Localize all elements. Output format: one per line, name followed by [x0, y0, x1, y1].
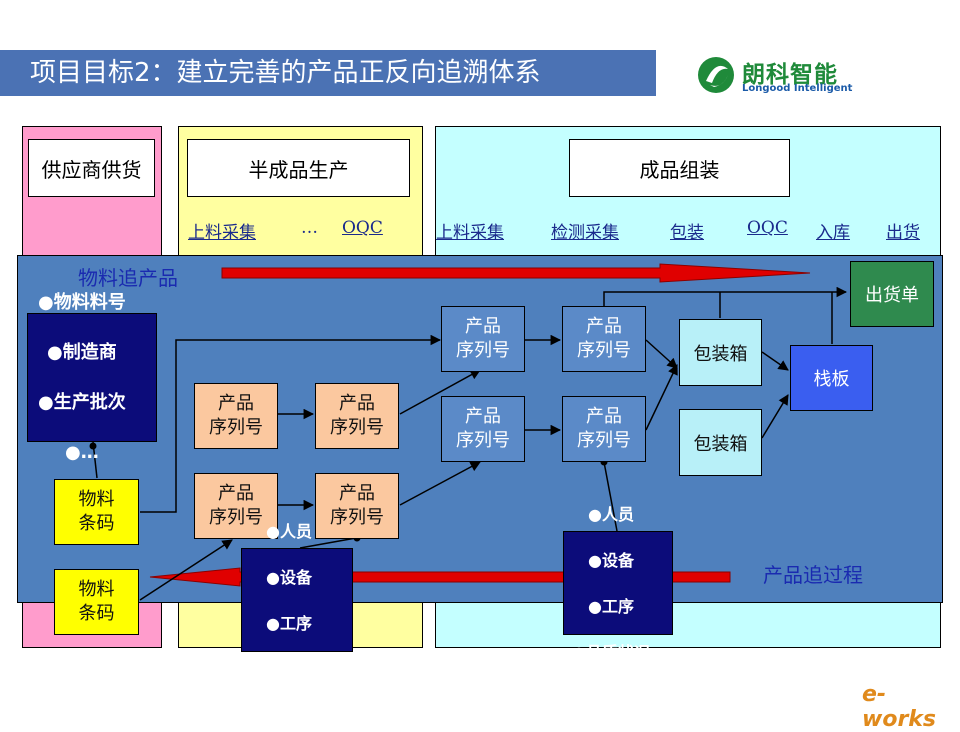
package-box: 包装箱: [679, 409, 762, 476]
material-info-box: ●物料料号 ●制造商 ●生产批次 ●…: [27, 292, 157, 463]
header-finished: 成品组装: [569, 139, 790, 197]
process-info-box: ●人员 ●设备 ●工序 ●品质状况: [563, 505, 673, 662]
material-info-item: ●制造商: [47, 342, 117, 363]
finished-serial-box: 产品 序列号: [441, 396, 525, 462]
step-semi-ellipsis: …: [301, 218, 318, 238]
process-info-box: ●人员 ●设备 ●工序 ●品质状况: [241, 522, 353, 679]
semi-serial-box: 产品 序列号: [315, 473, 399, 539]
pallet-box: 栈板: [790, 345, 873, 411]
process-info-item: ●品质状况: [250, 659, 328, 679]
shipping-order-box: 出货单: [850, 261, 934, 327]
process-info-item: ●设备: [266, 567, 312, 587]
page-title: 项目目标2：建立完善的产品正反向追溯体系: [0, 50, 656, 96]
step-finished-oqc: OQC: [747, 218, 788, 238]
process-info-item: ●品质状况: [572, 642, 650, 662]
process-info-item: ●设备: [588, 550, 634, 570]
eworks-watermark: e-works: [862, 682, 937, 732]
material-info-item: ●…: [65, 442, 99, 463]
semi-serial-box: 产品 序列号: [194, 383, 278, 449]
label-backward-trace: 产品追过程: [763, 563, 863, 587]
material-barcode-box: 物料 条码: [54, 479, 139, 545]
step-finished-test: 检测采集: [551, 223, 619, 243]
header-supplier: 供应商供货: [28, 139, 155, 197]
label-forward-trace: 物料追产品: [78, 266, 178, 290]
step-finished-feed: 上料采集: [436, 223, 504, 243]
material-info-item: ●物料料号: [38, 292, 126, 313]
step-finished-ship: 出货: [886, 223, 920, 243]
semi-serial-box: 产品 序列号: [315, 383, 399, 449]
process-info-item: ●工序: [588, 596, 634, 616]
package-box: 包装箱: [679, 319, 762, 386]
step-semi-feed: 上料采集: [188, 223, 256, 243]
material-info-item: ●生产批次: [38, 392, 126, 413]
finished-serial-box: 产品 序列号: [562, 306, 646, 372]
step-semi-oqc: OQC: [342, 218, 383, 238]
finished-serial-box: 产品 序列号: [562, 396, 646, 462]
logo-icon: [698, 57, 734, 93]
company-logo: 朗科智能 Longood Intelligent: [696, 55, 896, 99]
step-finished-storage: 入库: [816, 223, 850, 243]
header-semi-finished: 半成品生产: [187, 139, 410, 197]
process-info-item: ●人员: [266, 521, 312, 541]
logo-text-en: Longood Intelligent: [742, 83, 853, 94]
logo-text-cn: 朗科智能: [742, 62, 838, 88]
material-barcode-box: 物料 条码: [54, 569, 139, 635]
finished-serial-box: 产品 序列号: [441, 306, 525, 372]
process-info-item: ●人员: [588, 504, 634, 524]
semi-serial-box: 产品 序列号: [194, 473, 278, 539]
process-info-item: ●工序: [266, 613, 312, 633]
step-finished-pack: 包装: [670, 223, 704, 243]
